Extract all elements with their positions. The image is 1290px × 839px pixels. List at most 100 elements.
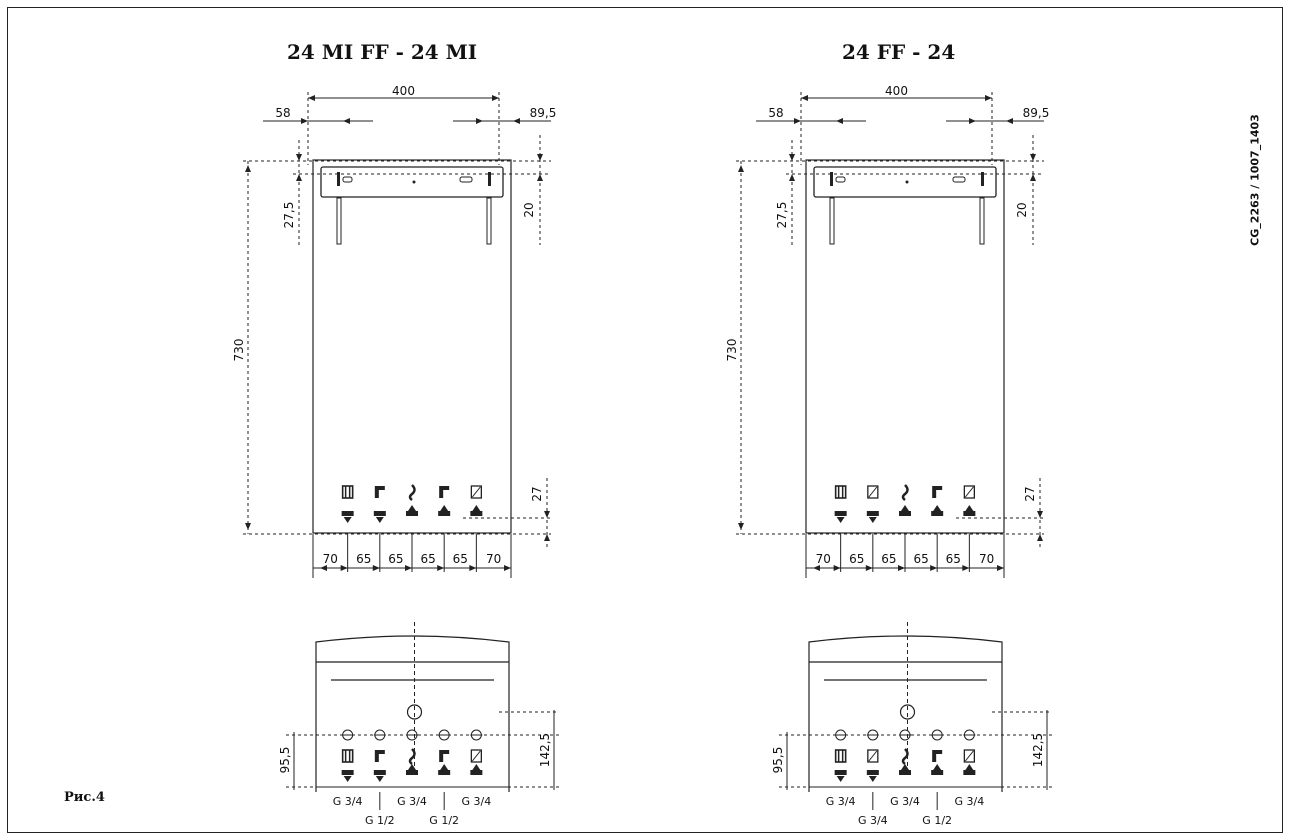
dim-arrow <box>405 565 412 571</box>
flow-arrow-icon <box>341 511 354 523</box>
dim-arrow <box>930 565 938 571</box>
fitting-hx-icon <box>963 749 975 763</box>
dim-bottom-right-label: 142,5 <box>538 733 552 767</box>
bracket-slot <box>488 172 491 186</box>
fitting-tap-icon <box>439 486 450 498</box>
fitting-hx-icon <box>867 485 879 499</box>
fitting-hx-icon <box>867 749 879 763</box>
dim-height-label: 730 <box>725 339 739 362</box>
dim-arrow <box>865 565 873 571</box>
dim-arrow <box>245 523 251 530</box>
bracket-slot <box>459 176 473 183</box>
dim-arrow <box>504 565 511 571</box>
dim-arrow <box>1006 118 1013 124</box>
connection-label: G 3/4 <box>954 795 984 808</box>
spacing-label-4: 65 <box>453 552 468 566</box>
spacing-label-2: 65 <box>388 552 403 566</box>
dim-arrow <box>544 511 550 518</box>
bracket-slot <box>981 172 984 186</box>
dim-arrow <box>1030 174 1036 181</box>
flow-arrow-icon <box>406 505 418 516</box>
dim-arrow <box>437 565 445 571</box>
spacing-label-3: 65 <box>913 552 928 566</box>
dim-arrow <box>789 154 795 161</box>
fitting-tap-icon <box>374 486 385 498</box>
spacing-label-4: 65 <box>946 552 961 566</box>
dim-arrow <box>738 165 744 172</box>
dim-arrow <box>245 165 251 172</box>
flow-arrow-icon <box>834 770 847 782</box>
dim-arrow <box>962 565 970 571</box>
fitting-gas-icon <box>408 748 416 765</box>
dim-arrow <box>836 118 843 124</box>
figure-label: Рис.4 <box>64 790 105 805</box>
drawing-frame <box>7 7 1283 833</box>
fitting-gas-icon <box>408 484 416 501</box>
spacing-label-2: 65 <box>881 552 896 566</box>
spacing-label-5: 70 <box>979 552 994 566</box>
flow-arrow-icon <box>438 505 451 516</box>
flow-arrow-icon <box>470 505 483 516</box>
dim-width-label: 400 <box>885 84 908 98</box>
dim-arrow <box>789 174 795 181</box>
dim-bottom-right-label: 142,5 <box>1031 733 1045 767</box>
flow-arrow-icon <box>899 764 911 775</box>
spacing-label-0: 70 <box>323 552 338 566</box>
bracket-slot <box>337 172 340 186</box>
dim-arrow <box>1037 511 1043 518</box>
dim-bracket-left-label: 27,5 <box>775 202 789 229</box>
dim-arrow <box>296 174 302 181</box>
bracket-slot <box>952 176 966 183</box>
bracket-slot <box>835 176 846 183</box>
dim-height-label: 730 <box>232 339 246 362</box>
fitting-valve-icon <box>341 749 354 763</box>
connection-label: G 3/4 <box>858 814 888 827</box>
spacing-label-5: 70 <box>486 552 501 566</box>
dim-left-offset-label: 58 <box>768 106 783 120</box>
flow-arrow-icon <box>963 505 976 516</box>
flow-arrow-icon <box>406 764 418 775</box>
flow-arrow-icon <box>866 511 879 523</box>
flow-arrow-icon <box>931 505 944 516</box>
connection-label: G 1/2 <box>922 814 952 827</box>
dim-arrow <box>537 174 543 181</box>
spacing-label-3: 65 <box>420 552 435 566</box>
dim-bottom-left-label: 95,5 <box>771 747 785 774</box>
connection-label: G 3/4 <box>397 795 427 808</box>
fitting-valve-icon <box>834 485 847 499</box>
connection-label: G 1/2 <box>365 814 395 827</box>
fitting-tap-icon <box>932 750 943 762</box>
dim-arrow <box>296 154 302 161</box>
dim-width-label: 400 <box>392 84 415 98</box>
spacing-label-1: 65 <box>356 552 371 566</box>
fitting-valve-icon <box>341 485 354 499</box>
dim-arrow <box>801 95 808 101</box>
dim-arrow <box>308 95 315 101</box>
dim-arrow <box>469 565 477 571</box>
dim-arrow <box>537 154 543 161</box>
dim-arrow <box>738 523 744 530</box>
dim-arrow <box>985 95 992 101</box>
dim-left-offset-label: 58 <box>275 106 290 120</box>
dim-arrow <box>340 565 348 571</box>
flow-arrow-icon <box>373 511 386 523</box>
dim-arrow <box>320 565 327 571</box>
spacing-label-1: 65 <box>849 552 864 566</box>
dim-bottom-label: 27 <box>530 486 544 501</box>
fitting-tap-icon <box>374 750 385 762</box>
bracket-hole <box>412 180 416 184</box>
mounting-bracket <box>813 166 997 198</box>
flue-outlet <box>899 704 916 720</box>
dim-bottom-left-label: 95,5 <box>278 747 292 774</box>
dim-bracket-right-label: 20 <box>522 202 536 217</box>
dim-bottom-label: 27 <box>1023 486 1037 501</box>
mounting-bracket <box>320 166 504 198</box>
bottom-view-top <box>315 635 510 662</box>
flow-arrow-icon <box>470 764 483 775</box>
fitting-gas-icon <box>901 484 909 501</box>
bracket-hole <box>905 180 909 184</box>
hanger-rod <box>336 197 342 245</box>
dim-right-offset-label: 89,5 <box>530 106 557 120</box>
